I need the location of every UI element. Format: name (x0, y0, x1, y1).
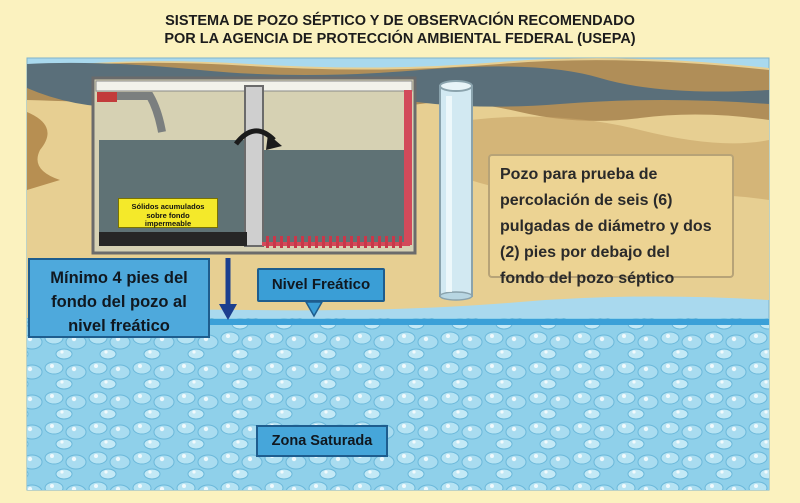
drain-spike (350, 236, 353, 248)
minimo-line-3: nivel freático (68, 317, 170, 335)
drain-spike (343, 236, 346, 248)
percolacion-line-1: Pozo para prueba de (500, 166, 658, 183)
drain-spike (308, 236, 311, 248)
title-line-2: POR LA AGENCIA DE PROTECCIÓN AMBIENTAL F… (164, 31, 636, 47)
minimo-line-2: fondo del pozo al (51, 293, 187, 311)
drain-spike (336, 236, 339, 248)
drain-spike (329, 236, 332, 248)
saturated-zone-label: Zona Saturada (256, 425, 388, 457)
distance-arrow-head (219, 304, 237, 320)
solidos-line-1: Sólidos acumulados (131, 202, 205, 211)
soil-layer-brown-left (27, 112, 60, 190)
drain-spike (385, 236, 388, 248)
drain-spike (266, 236, 269, 248)
drain-spike (280, 236, 283, 248)
title-line-1: SISTEMA DE POZO SÉPTICO Y DE OBSERVACIÓN… (165, 13, 635, 29)
drain-spike (392, 236, 395, 248)
drain-spike (357, 236, 360, 248)
drain-spike (371, 236, 374, 248)
inlet-pipe (100, 92, 166, 133)
solidos-line-3: impermeable (144, 219, 192, 228)
solidos-line-2: sobre fondo (146, 210, 190, 220)
observation-pipe (439, 80, 473, 301)
drain-spike (399, 236, 402, 248)
percolacion-line-5: fondo del pozo séptico (500, 270, 675, 287)
inlet-pipe-cap (97, 92, 117, 102)
water-table-pointer (304, 301, 324, 318)
percolation-well-label: Pozo para prueba de percolación de seis … (488, 154, 734, 287)
diagram-title: SISTEMA DE POZO SÉPTICO Y DE OBSERVACIÓN… (0, 12, 800, 48)
water-table-label: Nivel Freático (257, 268, 385, 302)
minimo-line-1: Mínimo 4 pies del (50, 269, 188, 287)
drain-spike (322, 236, 325, 248)
drain-spike (301, 236, 304, 248)
drain-spike (315, 236, 318, 248)
minimum-distance-label: Mínimo 4 pies del fondo del pozo al nive… (28, 258, 210, 338)
percolacion-line-4: (2) pies por debajo del (500, 244, 670, 261)
drain-spike (364, 236, 367, 248)
flow-arrow-head (266, 134, 282, 150)
bottom-spikes (266, 236, 402, 248)
drain-spike (294, 236, 297, 248)
drain-spike (378, 236, 381, 248)
drain-spike (287, 236, 290, 248)
saturated-zone (27, 318, 769, 490)
percolacion-line-3: pulgadas de diámetro y dos (500, 218, 712, 235)
accumulated-solids-label: Sólidos acumulados sobre fondo impermeab… (118, 198, 218, 228)
drain-spike (273, 236, 276, 248)
percolacion-line-2: percolación de seis (6) (500, 192, 673, 209)
